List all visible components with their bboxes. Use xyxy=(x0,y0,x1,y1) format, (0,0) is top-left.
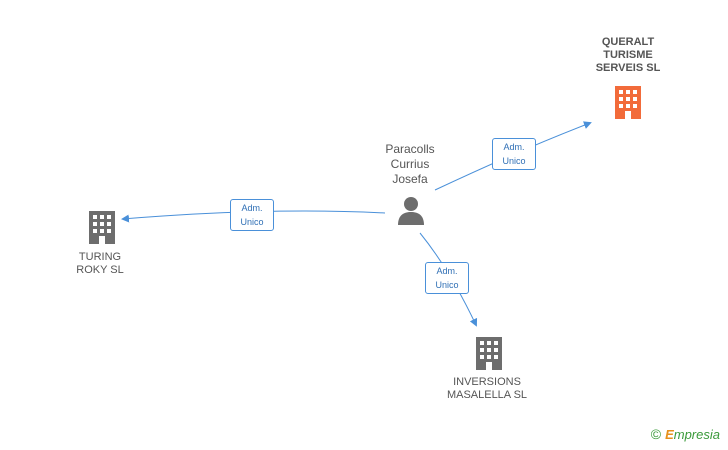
company-name-queralt[interactable]: QUERALT TURISME SERVEIS SL xyxy=(578,36,678,75)
edge-label-line: Adm. xyxy=(241,203,263,213)
company-name-line: INVERSIONS xyxy=(453,376,521,388)
person-icon[interactable] xyxy=(397,196,425,226)
empresia-logo: ©Empresia xyxy=(651,426,720,442)
edge-label-queralt[interactable]: Adm. Unico xyxy=(492,138,536,170)
building-icon[interactable] xyxy=(86,211,118,244)
company-name-line: ROKY SL xyxy=(76,264,124,276)
edge-label-line: Unico xyxy=(502,156,526,166)
company-name-line: SERVEIS SL xyxy=(595,62,661,74)
company-name-line: TURING xyxy=(78,251,122,263)
person-name-line: Josefa xyxy=(392,172,428,186)
building-icon[interactable] xyxy=(473,337,505,370)
edge-label-line: Unico xyxy=(435,280,459,290)
person-name: Paracolls Currius Josefa xyxy=(370,142,450,187)
company-name-line: MASALELLA SL xyxy=(446,389,528,401)
brand-rest: mpresia xyxy=(673,427,720,442)
edge-label-line: Adm. xyxy=(503,142,525,152)
company-name-turing[interactable]: TURING ROKY SL xyxy=(50,251,150,277)
edge-label-inversions[interactable]: Adm. Unico xyxy=(425,262,469,294)
company-name-line: TURISME xyxy=(603,49,653,61)
edge-label-line: Adm. xyxy=(436,266,458,276)
person-name-line: Paracolls xyxy=(385,142,435,156)
edge-label-line: Unico xyxy=(240,217,264,227)
company-name-inversions[interactable]: INVERSIONS MASALELLA SL xyxy=(432,376,542,402)
brand-e: E xyxy=(665,427,674,442)
person-name-line: Currius xyxy=(390,157,430,171)
edge-label-turing[interactable]: Adm. Unico xyxy=(230,199,274,231)
copyright-symbol: © xyxy=(650,426,662,442)
company-name-line: QUERALT xyxy=(601,36,655,48)
building-icon[interactable] xyxy=(612,86,644,119)
